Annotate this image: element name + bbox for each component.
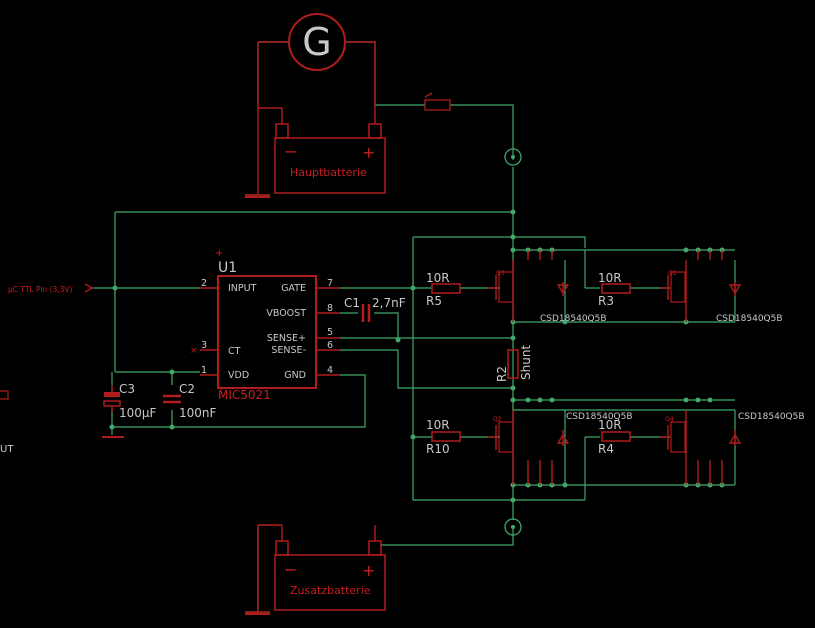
pin-num-5: 5	[327, 327, 333, 338]
battery-aux-plus: +	[362, 561, 375, 580]
pin-name-vdd: VDD	[228, 370, 249, 381]
wires	[90, 41, 736, 613]
resistor-r4[interactable]: 10R R4	[598, 418, 631, 456]
q1-ref: Q1	[668, 270, 677, 277]
junctions	[109, 209, 725, 503]
mosfet-q3[interactable]: CSD18540Q5B Q3	[488, 250, 607, 324]
battery-aux[interactable]: − + Zusatzbatterie	[245, 524, 386, 613]
fuse[interactable]	[424, 92, 451, 111]
q4-part: CSD18540Q5B	[738, 412, 805, 422]
svg-text:×: ×	[190, 346, 198, 356]
pin-name-gate: GATE	[281, 283, 306, 294]
battery-aux-minus: −	[284, 560, 297, 579]
q2-ref: Q2	[493, 416, 502, 423]
pin-num-4: 4	[327, 365, 333, 376]
ic-u1[interactable]: U1 MIC5021 + INPUT CT VDD 2 3 1 × GATE V…	[190, 248, 340, 402]
ic-value: MIC5021	[218, 388, 271, 402]
r10-value: 10R	[426, 418, 450, 432]
shunt-ref: R2	[495, 366, 509, 382]
r5-ref: R5	[426, 294, 442, 308]
q1-part: CSD18540Q5B	[716, 314, 783, 324]
pin-name-input: INPUT	[228, 283, 257, 294]
q2-part: CSD18540Q5B	[566, 412, 633, 422]
c2-value: 100nF	[179, 406, 217, 420]
terminal-bottom[interactable]	[504, 518, 522, 536]
battery-main[interactable]: − + Hauptbatterie	[245, 107, 386, 196]
pin-num-3: 3	[201, 340, 207, 351]
resistor-r3[interactable]: 10R R3	[598, 271, 631, 308]
ic-ref: U1	[218, 260, 237, 276]
resistor-r5[interactable]: 10R R5	[426, 271, 461, 308]
r4-value: 10R	[598, 418, 622, 432]
r3-ref: R3	[598, 294, 614, 308]
offpage-left: UT	[0, 390, 14, 455]
input-net-label[interactable]: µC TTL Pin (3,3V)	[8, 283, 94, 294]
mosfet-q2[interactable]: CSD18540Q5B Q2	[488, 410, 633, 485]
capacitor-c2[interactable]: C2 100nF	[163, 382, 217, 420]
capacitor-c1[interactable]: C1 2,7nF	[344, 296, 406, 322]
generator[interactable]: G	[257, 13, 376, 108]
r5-value: 10R	[426, 271, 450, 285]
input-label: µC TTL Pin (3,3V)	[8, 285, 73, 294]
shunt-r2[interactable]: R2 Shunt	[495, 345, 533, 382]
pin-name-gnd: GND	[284, 370, 306, 381]
c3-value: 100µF	[119, 406, 157, 420]
q3-part: CSD18540Q5B	[540, 314, 607, 324]
battery-main-minus: −	[284, 142, 297, 161]
pin-name-ct: CT	[228, 346, 241, 357]
pin-name-vboost: VBOOST	[266, 308, 306, 319]
mosfet-q1[interactable]: CSD18540Q5B Q1	[660, 250, 783, 324]
c1-ref: C1	[344, 296, 360, 310]
r3-value: 10R	[598, 271, 622, 285]
r10-ref: R10	[426, 442, 450, 456]
q4-ref: Q4	[665, 416, 674, 423]
generator-symbol: G	[302, 20, 331, 64]
shunt-value: Shunt	[519, 345, 533, 380]
svg-text:+: +	[215, 248, 223, 259]
c1-value: 2,7nF	[372, 296, 406, 310]
c3-ref: C3	[119, 382, 135, 396]
pin-num-1: 1	[201, 365, 207, 376]
battery-aux-label: Zusatzbatterie	[290, 584, 371, 597]
terminal-top[interactable]	[504, 148, 522, 166]
pin-num-8: 8	[327, 303, 333, 314]
mosfet-q4[interactable]: CSD18540Q5B Q4	[660, 410, 805, 485]
ground-symbols	[245, 196, 270, 615]
pin-name-sense-plus: SENSE+	[267, 333, 306, 344]
pin-num-2: 2	[201, 278, 207, 289]
capacitor-c3[interactable]: C3 100µF	[102, 382, 157, 438]
battery-main-plus: +	[362, 143, 375, 162]
c2-ref: C2	[179, 382, 195, 396]
pin-name-sense-minus: SENSE-	[271, 345, 306, 356]
r4-ref: R4	[598, 442, 614, 456]
pin-num-6: 6	[327, 340, 333, 351]
pin-num-7: 7	[327, 278, 333, 289]
resistor-r10[interactable]: 10R R10	[426, 418, 461, 456]
q3-ref: Q3	[496, 270, 505, 277]
battery-main-label: Hauptbatterie	[290, 166, 367, 179]
offpage-label: UT	[0, 444, 14, 455]
